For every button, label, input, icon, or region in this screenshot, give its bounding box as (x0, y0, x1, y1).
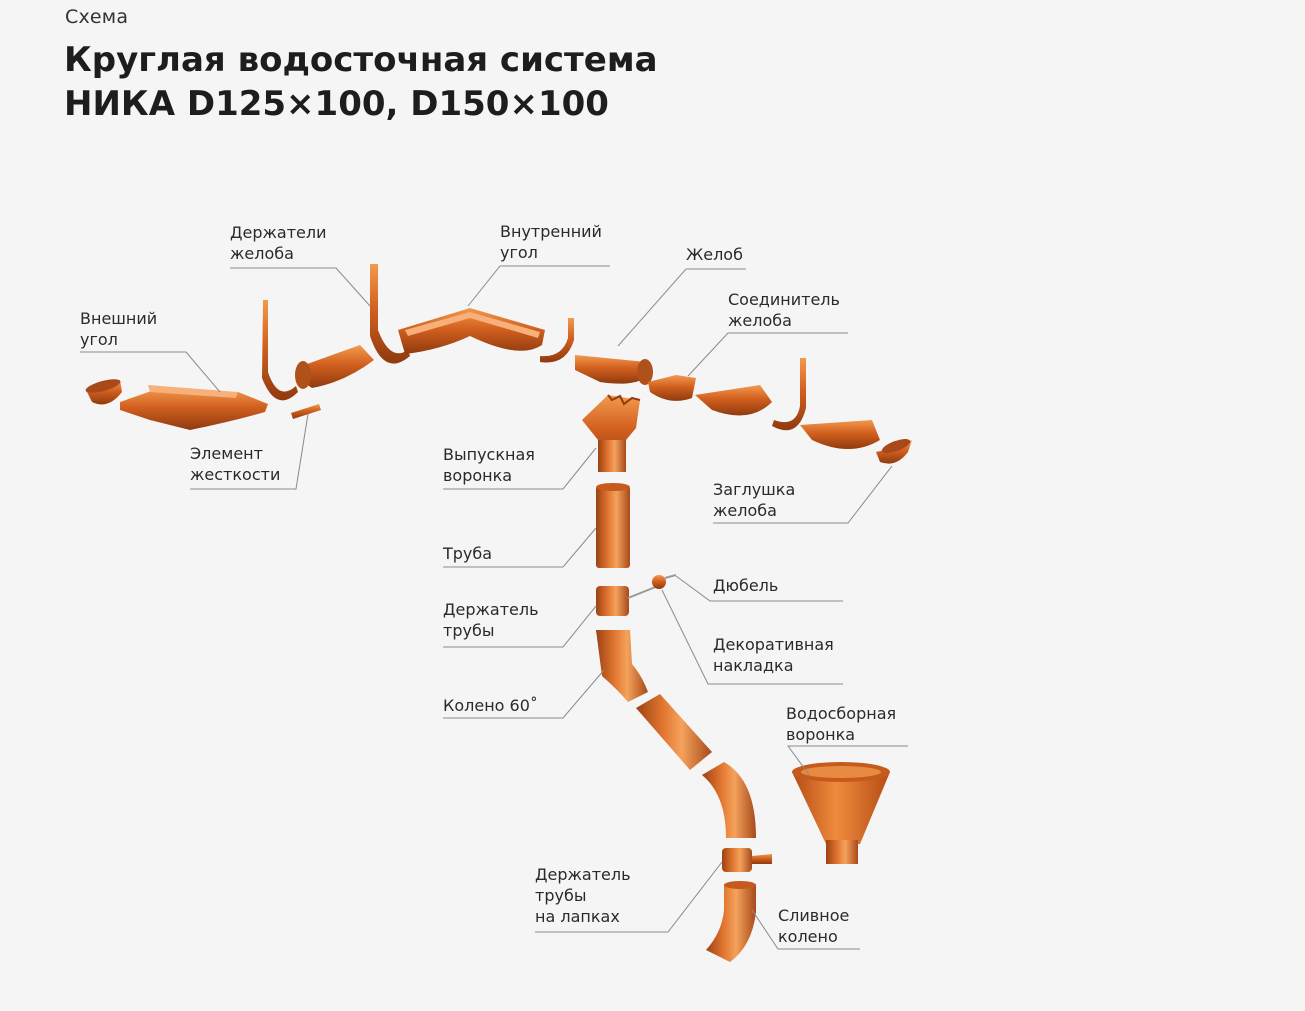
leader-inner-corner (467, 265, 610, 307)
leader-decorative-cover (661, 589, 843, 685)
gutter-holder-2 (370, 264, 410, 364)
label-outlet-funnel: Выпускная воронка (443, 445, 535, 485)
gutter-segment-3 (575, 355, 653, 385)
elbow-second-part (702, 762, 756, 838)
leader-drain-elbow (751, 909, 860, 950)
label-pipe-holder: Держатель трубы (443, 600, 539, 640)
gutter-segment-4 (695, 385, 772, 416)
leader-outer-corner (80, 351, 221, 393)
stiffener-part (291, 404, 321, 419)
outlet-funnel-part (582, 394, 641, 472)
collector-funnel-part (792, 762, 890, 864)
pipe-holder-part (596, 585, 659, 616)
leader-pipe-holder (443, 605, 597, 648)
label-collector-funnel: Водосборная воронка (786, 704, 897, 744)
label-gutter-holders: Держатели желоба (230, 223, 327, 263)
label-gutter: Желоб (686, 245, 743, 264)
leader-stiffener (190, 413, 309, 490)
gutter-holder-1 (262, 300, 298, 401)
label-stiffener: Элемент жесткости (190, 444, 281, 484)
diagram-eyebrow: Схема (65, 6, 129, 28)
page-title: Круглая водосточная система НИКА D125×10… (64, 38, 658, 126)
label-pipe-holder-legs: Держатель трубы на лапках (535, 865, 631, 926)
gutter-end-cap-right (876, 439, 912, 464)
label-dowel: Дюбель (713, 576, 779, 595)
gutter-segment-2 (295, 345, 374, 389)
leader-gutter-holders (230, 267, 371, 307)
gutter-holder-3 (540, 318, 574, 363)
label-gutter-connector: Соединитель желоба (728, 290, 840, 330)
gutter-holder-4 (772, 358, 806, 431)
inner-corner-part (398, 308, 545, 354)
label-inner-corner: Внутренний угол (500, 222, 602, 262)
label-decorative-cover: Декоративная накладка (713, 635, 834, 675)
leader-gutter-connector (687, 332, 848, 377)
leader-elbow-60 (443, 669, 605, 719)
label-elbow-60: Колено 60˚ (443, 696, 538, 715)
gutter-segment-5 (800, 420, 880, 449)
outer-corner-part (120, 385, 268, 430)
leader-gutter (617, 268, 746, 347)
drain-elbow-part (706, 881, 756, 962)
offset-pipe-part (636, 694, 712, 770)
title-line-2: НИКА D125×100, D150×100 (64, 84, 609, 124)
pipe-holder-legs-part (722, 848, 772, 872)
label-gutter-cap: Заглушка желоба (713, 480, 796, 520)
pipe-part (596, 483, 630, 568)
leader-outlet-funnel (443, 447, 597, 490)
gutter-connector-part (648, 375, 696, 401)
label-drain-elbow: Сливное колено (778, 906, 850, 946)
elbow-60-part (596, 630, 648, 702)
label-pipe: Труба (443, 544, 493, 563)
leader-collector-funnel (787, 745, 908, 777)
gutter-end-cap-left (85, 379, 122, 405)
label-outer-corner: Внешний угол (80, 309, 158, 349)
leader-gutter-cap (713, 465, 893, 524)
leader-pipe (443, 527, 597, 568)
decorative-cover-part (652, 574, 677, 589)
leader-pipe-holder-legs (535, 861, 723, 933)
title-line-1: Круглая водосточная система (64, 40, 658, 80)
leader-dowel (675, 575, 843, 602)
